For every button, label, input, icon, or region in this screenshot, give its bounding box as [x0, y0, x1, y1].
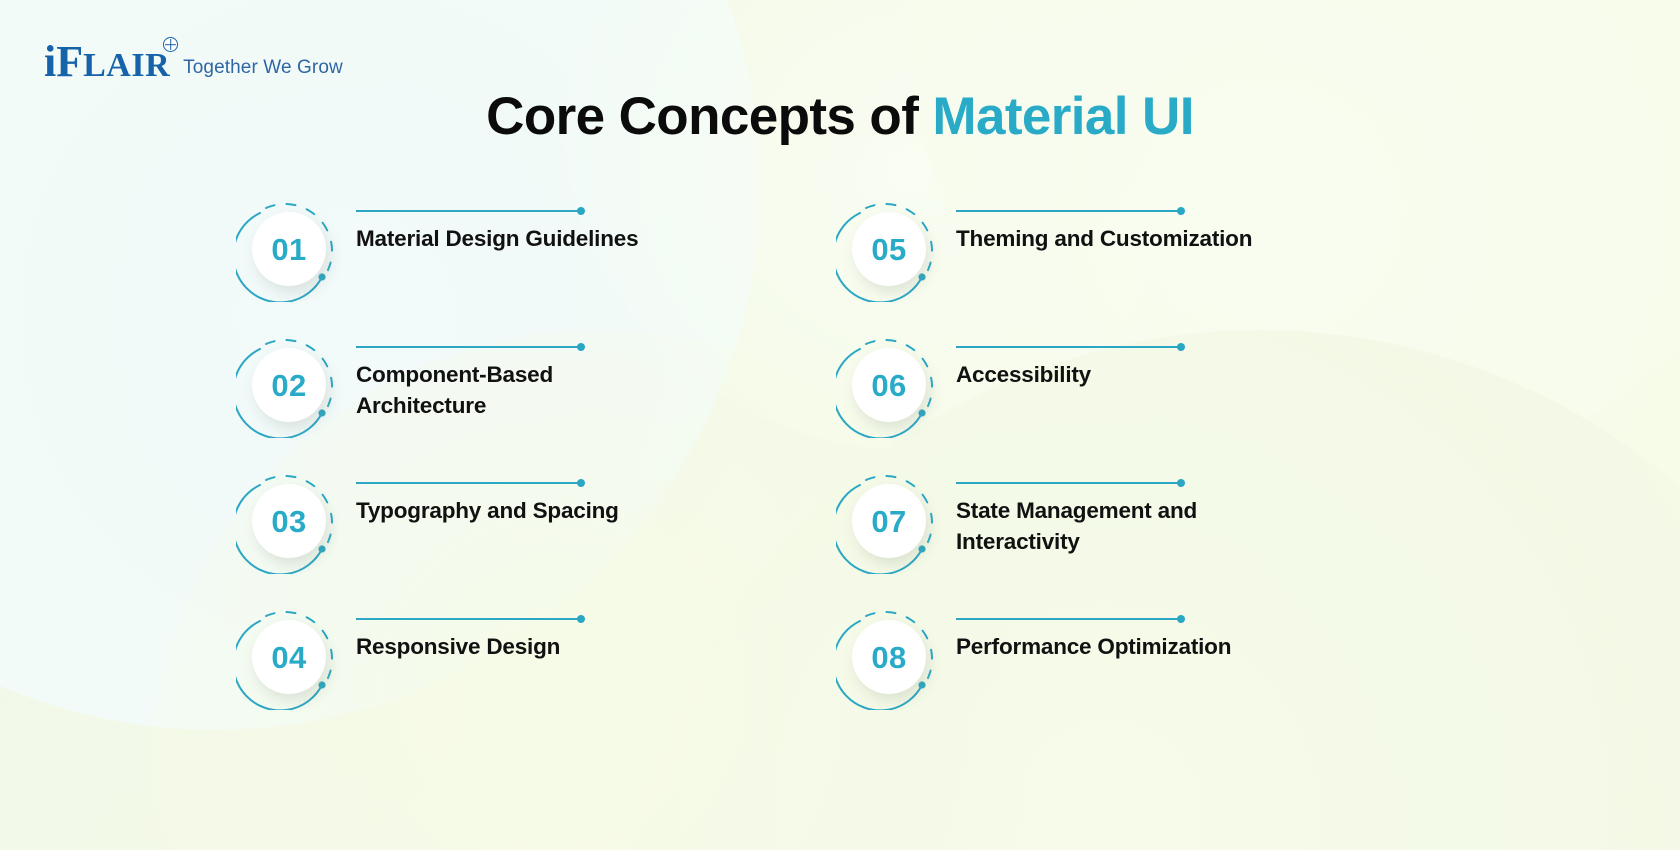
concept-item[interactable]: 05 Theming and Customization — [836, 196, 1440, 332]
logo-letter-i: i — [44, 37, 57, 86]
concept-number-disc: 08 — [852, 620, 926, 694]
concept-badge: 07 — [836, 472, 938, 574]
concept-number-disc: 06 — [852, 348, 926, 422]
connector-end-dot — [577, 615, 585, 623]
concept-connector — [356, 207, 585, 215]
logo-letters-lair: LAIR — [83, 47, 171, 84]
page-title-accent: Material UI — [932, 87, 1194, 146]
concept-item[interactable]: 04 Responsive Design — [236, 604, 840, 740]
connector-end-dot — [1177, 343, 1185, 351]
logo-letter-f: F — [56, 37, 84, 86]
concept-badge: 03 — [236, 472, 338, 574]
concept-body: Performance Optimization — [938, 604, 1440, 662]
ring-arc-icon — [836, 339, 933, 438]
concept-badge: 02 — [236, 336, 338, 438]
concept-number: 04 — [271, 639, 307, 675]
concept-item[interactable]: 01 Material Design Guidelines — [236, 196, 840, 332]
concept-connector — [356, 615, 585, 623]
concept-label: Performance Optimization — [956, 634, 1232, 659]
ring-arc-icon — [236, 611, 333, 710]
concept-badge: 05 — [836, 200, 938, 302]
concept-item[interactable]: 02 Component-Based Architecture — [236, 332, 840, 468]
connector-line — [956, 210, 1184, 212]
concept-body: Component-Based Architecture — [338, 332, 840, 421]
connector-line — [956, 618, 1184, 620]
concept-number-disc: 01 — [252, 212, 326, 286]
connector-line — [356, 618, 584, 620]
concept-label: State Management and Interactivity — [956, 498, 1198, 555]
concept-body: Accessibility — [938, 332, 1440, 390]
ring-arc-icon — [836, 611, 933, 710]
concept-label: Typography and Spacing — [356, 498, 619, 523]
ring-arc-icon — [836, 475, 933, 574]
ring-arc-icon — [236, 475, 333, 574]
logo-wordmark: iFLAIR — [44, 37, 178, 86]
concept-connector — [956, 479, 1185, 487]
brand-logo: iFLAIR Together We Grow — [44, 37, 343, 86]
concept-number: 07 — [871, 503, 907, 539]
ring-arc-icon — [236, 203, 333, 302]
concept-number: 01 — [271, 231, 307, 267]
connector-line — [356, 482, 584, 484]
concept-label: Component-Based Architecture — [356, 362, 554, 419]
concept-item[interactable]: 08 Performance Optimization — [836, 604, 1440, 740]
concept-badge: 01 — [236, 200, 338, 302]
concept-label: Accessibility — [956, 362, 1091, 387]
concept-body: Theming and Customization — [938, 196, 1440, 254]
connector-end-dot — [577, 479, 585, 487]
concept-item[interactable]: 06 Accessibility — [836, 332, 1440, 468]
concept-connector — [956, 343, 1185, 351]
concept-number: 06 — [871, 367, 907, 403]
connector-end-dot — [1177, 479, 1185, 487]
concept-label: Responsive Design — [356, 634, 561, 659]
connector-line — [956, 346, 1184, 348]
concept-item[interactable]: 07 State Management and Interactivity — [836, 468, 1440, 604]
concept-body: Responsive Design — [338, 604, 840, 662]
concept-connector — [356, 343, 585, 351]
concept-connector — [956, 615, 1185, 623]
connector-line — [356, 210, 584, 212]
concept-label: Material Design Guidelines — [356, 226, 639, 251]
page-title: Core Concepts of Material UI — [0, 86, 1680, 147]
concept-label: Theming and Customization — [956, 226, 1253, 251]
connector-end-dot — [577, 343, 585, 351]
brand-tagline: Together We Grow — [183, 57, 343, 78]
concept-number-disc: 02 — [252, 348, 326, 422]
concept-badge: 04 — [236, 608, 338, 710]
connector-end-dot — [1177, 615, 1185, 623]
connector-end-dot — [1177, 207, 1185, 215]
connector-end-dot — [577, 207, 585, 215]
concept-number: 02 — [271, 367, 307, 403]
globe-icon — [163, 37, 178, 52]
concept-connector — [956, 207, 1185, 215]
concept-number-disc: 03 — [252, 484, 326, 558]
connector-line — [356, 346, 584, 348]
concept-number: 08 — [871, 639, 907, 675]
concept-badge: 06 — [836, 336, 938, 438]
concept-body: Typography and Spacing — [338, 468, 840, 526]
ring-arc-icon — [836, 203, 933, 302]
concept-number-disc: 07 — [852, 484, 926, 558]
concept-connector — [356, 479, 585, 487]
ring-arc-icon — [236, 339, 333, 438]
concept-number: 03 — [271, 503, 307, 539]
page-title-prefix: Core Concepts of — [486, 87, 919, 146]
concept-number: 05 — [871, 231, 907, 267]
concept-item[interactable]: 03 Typography and Spacing — [236, 468, 840, 604]
concept-body: Material Design Guidelines — [338, 196, 840, 254]
concept-number-disc: 04 — [252, 620, 326, 694]
concept-badge: 08 — [836, 608, 938, 710]
concepts-grid: 01 Material Design Guidelines 05 — [0, 196, 1680, 740]
concept-number-disc: 05 — [852, 212, 926, 286]
concept-body: State Management and Interactivity — [938, 468, 1440, 557]
connector-line — [956, 482, 1184, 484]
